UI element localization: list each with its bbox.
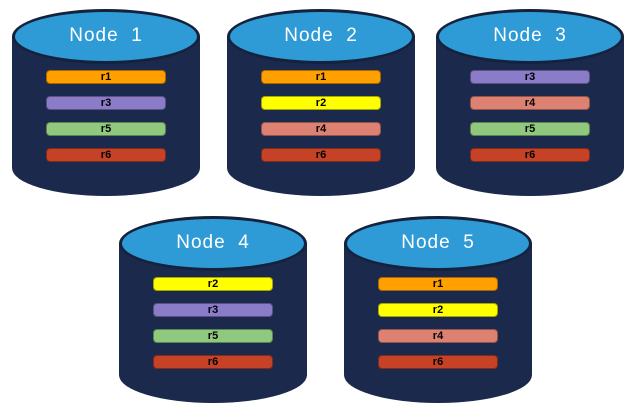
replica-bar-r2: r2 — [378, 303, 498, 317]
replica-label: r6 — [207, 355, 219, 368]
node-title: Node 4 — [176, 231, 250, 253]
bars: r3 r4 r5 r6 — [470, 70, 590, 162]
replica-bar-r2: r2 — [261, 96, 381, 110]
replica-bar-r6: r6 — [46, 148, 166, 162]
node-cylinder-4: Node 4 r2 r3 r5 r6 — [119, 216, 307, 403]
replica-bar-r1: r1 — [261, 70, 381, 84]
replica-bar-r2: r2 — [153, 277, 273, 291]
bars: r2 r3 r5 r6 — [153, 277, 273, 369]
replica-bar-r3: r3 — [46, 96, 166, 110]
cylinder-top-ellipse: Node 4 — [119, 216, 307, 271]
cylinder-top-ellipse: Node 3 — [436, 9, 624, 64]
cylinder-top-ellipse: Node 5 — [344, 216, 532, 271]
replica-label: r1 — [432, 277, 444, 290]
replica-label: r6 — [100, 148, 112, 161]
replica-label: r5 — [524, 122, 536, 135]
replica-label: r2 — [207, 277, 219, 290]
cylinder-top-ellipse: Node 2 — [227, 9, 415, 64]
replica-label: r6 — [315, 148, 327, 161]
replica-bar-r5: r5 — [46, 122, 166, 136]
bars: r1 r3 r5 r6 — [46, 70, 166, 162]
replica-label: r3 — [100, 96, 112, 109]
replica-bar-r1: r1 — [378, 277, 498, 291]
replica-bar-r4: r4 — [470, 96, 590, 110]
replica-bar-r6: r6 — [470, 148, 590, 162]
node-title: Node 1 — [69, 24, 143, 46]
replica-label: r3 — [207, 303, 219, 316]
node-cylinder-5: Node 5 r1 r2 r4 r6 — [344, 216, 532, 403]
node-title: Node 2 — [284, 24, 358, 46]
node-cylinder-2: Node 2 r1 r2 r4 r6 — [227, 9, 415, 196]
replica-bar-r5: r5 — [153, 329, 273, 343]
replica-label: r3 — [524, 70, 536, 83]
node-title: Node 5 — [401, 231, 475, 253]
replica-bar-r3: r3 — [470, 70, 590, 84]
node-title: Node 3 — [493, 24, 567, 46]
replica-label: r2 — [432, 303, 444, 316]
replica-label: r2 — [315, 96, 327, 109]
bars: r1 r2 r4 r6 — [261, 70, 381, 162]
node-cylinder-3: Node 3 r3 r4 r5 r6 — [436, 9, 624, 196]
node-cylinder-1: Node 1 r1 r3 r5 r6 — [12, 9, 200, 196]
replica-label: r5 — [100, 122, 112, 135]
replica-bar-r4: r4 — [261, 122, 381, 136]
replica-bar-r6: r6 — [261, 148, 381, 162]
replica-label: r5 — [207, 329, 219, 342]
replica-bar-r1: r1 — [46, 70, 166, 84]
replica-label: r4 — [524, 96, 536, 109]
replica-bar-r4: r4 — [378, 329, 498, 343]
replica-label: r1 — [315, 70, 327, 83]
bars: r1 r2 r4 r6 — [378, 277, 498, 369]
replica-bar-r5: r5 — [470, 122, 590, 136]
replica-label: r6 — [432, 355, 444, 368]
replica-label: r1 — [100, 70, 112, 83]
replica-bar-r6: r6 — [378, 355, 498, 369]
replica-label: r4 — [315, 122, 327, 135]
cylinder-top-ellipse: Node 1 — [12, 9, 200, 64]
replica-bar-r3: r3 — [153, 303, 273, 317]
replica-bar-r6: r6 — [153, 355, 273, 369]
replica-label: r4 — [432, 329, 444, 342]
replica-label: r6 — [524, 148, 536, 161]
